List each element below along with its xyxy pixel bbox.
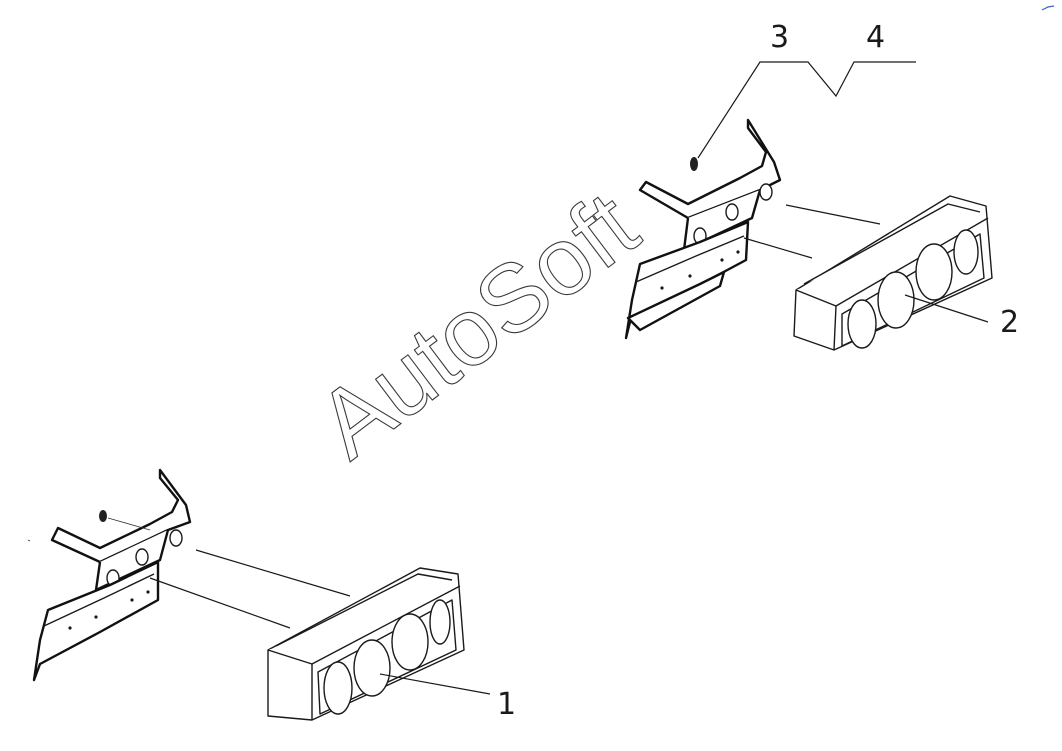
callout-2: 2: [1000, 305, 1019, 340]
right-tail-lamp: [793, 195, 993, 351]
callout-4: 4: [866, 20, 885, 55]
right-fastener: [690, 157, 698, 171]
left-tail-lamp: [267, 567, 465, 721]
left-fastener: [99, 510, 107, 522]
right-lamp-assembly: [624, 118, 993, 351]
right-mounting-bracket: [624, 118, 782, 340]
corner-mark: [1041, 5, 1055, 11]
callouts: 1 2 3 4: [379, 20, 1019, 722]
callout-1: 1: [497, 687, 516, 722]
svg-text:AutoSoft: AutoSoft: [298, 172, 656, 479]
watermark: AutoSoft: [298, 171, 658, 479]
callout-3: 3: [770, 20, 789, 55]
left-mounting-bracket: [32, 468, 192, 682]
left-lamp-assembly: [27, 468, 465, 721]
